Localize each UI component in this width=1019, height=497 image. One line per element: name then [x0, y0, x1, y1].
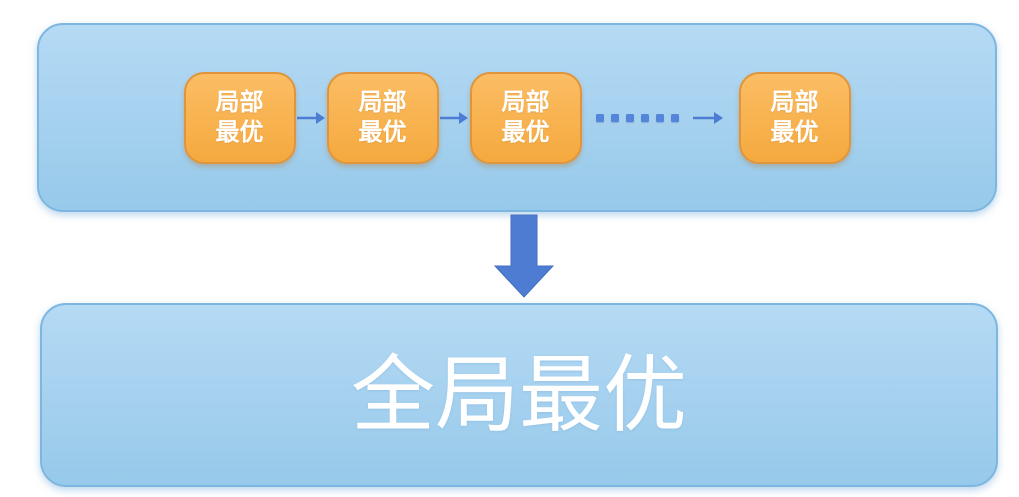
top-panel: 局部 最优 局部 最优 局部 最优	[37, 23, 997, 212]
dot	[596, 113, 604, 122]
right-arrow-icon	[439, 109, 470, 127]
dot	[626, 113, 634, 122]
ellipsis-dots	[596, 113, 679, 122]
node-label-line: 最优	[501, 118, 550, 146]
node-label-line: 局部	[215, 88, 264, 116]
local-optimum-node: 局部 最优	[183, 71, 296, 164]
bottom-panel: 全局最优	[40, 303, 998, 487]
dot	[656, 113, 664, 122]
local-optimum-node: 局部 最优	[469, 71, 582, 164]
right-arrow-icon	[296, 109, 327, 127]
dot	[611, 113, 619, 122]
local-optimum-node: 局部 最优	[738, 71, 851, 164]
dot	[641, 113, 649, 122]
node-label-line: 局部	[770, 88, 819, 116]
node-label-line: 局部	[501, 88, 550, 116]
node-label-line: 最优	[358, 118, 407, 146]
node-label-line: 局部	[358, 88, 407, 116]
down-arrow-icon	[494, 214, 554, 298]
ellipsis-connector	[582, 109, 739, 127]
local-optima-row: 局部 最优 局部 最优 局部 最优	[183, 71, 851, 164]
local-optimum-node: 局部 最优	[326, 71, 439, 164]
node-label-line: 最优	[770, 118, 819, 146]
node-label-line: 最优	[215, 118, 264, 146]
global-optimum-label: 全局最优	[350, 348, 687, 442]
dot	[671, 113, 679, 122]
right-arrow-icon	[693, 111, 723, 124]
